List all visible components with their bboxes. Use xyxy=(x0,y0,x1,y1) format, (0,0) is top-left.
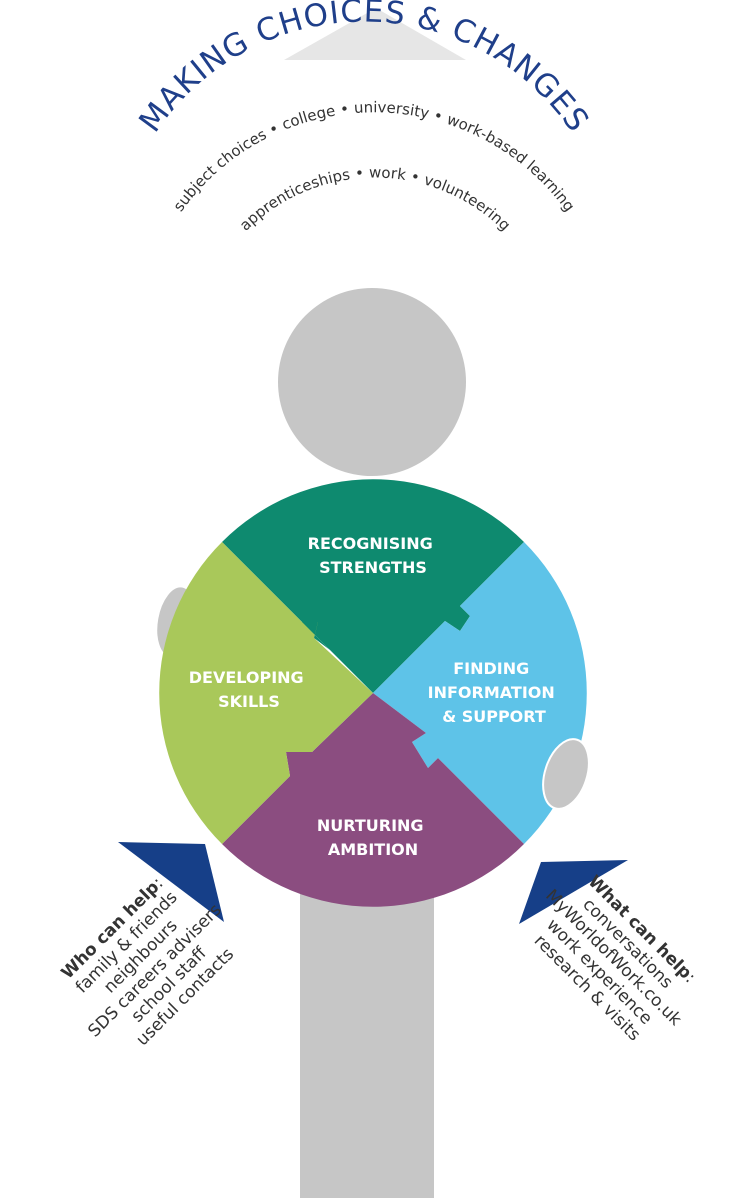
label-recognising-strengths: RECOGNISING STRENGTHS xyxy=(308,534,439,577)
label-finding-information: FINDING INFORMATION & SUPPORT xyxy=(428,659,561,726)
svg-text:Who can help: family & f: Who can help: family & friends neighbour… xyxy=(42,854,258,1070)
right-hand xyxy=(542,738,590,810)
who-can-help-block: Who can help: family & friends neighbour… xyxy=(42,854,258,1070)
puzzle-circle xyxy=(159,479,587,907)
header-subline-1: subject choices • college • university •… xyxy=(170,98,579,215)
label-nurturing-ambition: NURTURING AMBITION xyxy=(317,816,429,859)
header-subline-2: apprenticeships • work • volunteering xyxy=(236,164,514,235)
right-arrow-icon xyxy=(519,860,628,924)
person-head xyxy=(278,288,466,476)
left-arrow-icon xyxy=(118,842,224,922)
person-figure xyxy=(155,288,466,1198)
header-title: MAKING CHOICES & CHANGES xyxy=(132,0,596,139)
quadrant-developing-skills xyxy=(159,542,373,844)
up-arrow-icon xyxy=(284,8,466,60)
quadrant-recognising-strengths xyxy=(222,479,524,693)
quadrant-finding-information xyxy=(373,542,587,844)
quadrant-nurturing-ambition xyxy=(222,693,524,907)
label-developing-skills: DEVELOPING SKILLS xyxy=(189,668,310,711)
